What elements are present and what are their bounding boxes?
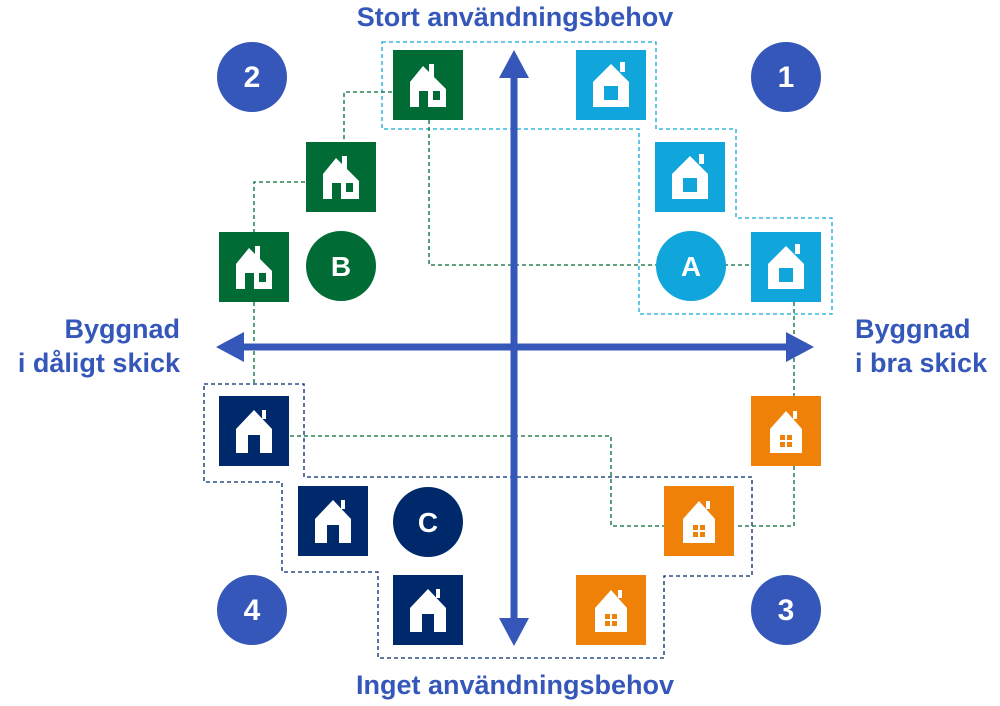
svg-text:B: B bbox=[331, 251, 351, 282]
connector-green-2 bbox=[253, 181, 305, 232]
arrow-right bbox=[786, 332, 814, 362]
group-outlines bbox=[203, 41, 833, 659]
connector-green-1 bbox=[343, 91, 392, 142]
quadrant-badge-4: 4 bbox=[217, 575, 287, 645]
right-axis-label-line2: i bra skick bbox=[855, 348, 988, 378]
svg-text:2: 2 bbox=[244, 61, 261, 94]
group-badge-c: C bbox=[393, 487, 463, 557]
right-axis-label: Byggnad i bra skick bbox=[855, 312, 1000, 380]
axes bbox=[216, 50, 814, 646]
left-axis-label: Byggnad i dåligt skick bbox=[0, 312, 180, 380]
connector-green-8 bbox=[290, 435, 665, 527]
house-green-icon bbox=[306, 142, 376, 212]
svg-text:1: 1 bbox=[778, 61, 795, 94]
quadrant-badge-1: 1 bbox=[751, 42, 821, 112]
house-orange-icon bbox=[664, 486, 734, 556]
svg-text:A: A bbox=[681, 251, 701, 282]
svg-text:C: C bbox=[418, 507, 438, 538]
arrow-down bbox=[499, 618, 529, 646]
outline-lightblue-group bbox=[381, 41, 833, 315]
right-axis-label-line1: Byggnad bbox=[855, 314, 971, 344]
left-axis-label-line2: i dåligt skick bbox=[17, 348, 180, 378]
house-green-icon bbox=[219, 232, 289, 302]
top-axis-label: Stort användningsbehov bbox=[356, 2, 674, 32]
arrow-left bbox=[216, 332, 244, 362]
house-lightblue-icon bbox=[751, 232, 821, 302]
house-orange-icon bbox=[751, 396, 821, 466]
quadrant-badges: 1 2 3 4 bbox=[217, 42, 821, 645]
left-axis-label-line1: Byggnad bbox=[64, 314, 180, 344]
house-orange-icon bbox=[576, 575, 646, 645]
connector-green-7 bbox=[735, 466, 795, 527]
quadrant-badge-2: 2 bbox=[217, 42, 287, 112]
connector-green-4 bbox=[428, 120, 657, 266]
quadrant-badge-3: 3 bbox=[751, 575, 821, 645]
house-lightblue-icon bbox=[655, 142, 725, 212]
svg-text:4: 4 bbox=[244, 594, 261, 627]
lightblue-houses bbox=[576, 50, 821, 302]
outline-navy-group bbox=[203, 383, 753, 659]
house-green-icon bbox=[393, 50, 463, 120]
green-houses bbox=[219, 50, 463, 302]
house-navy-icon bbox=[219, 396, 289, 466]
group-badge-b: B bbox=[306, 231, 376, 301]
navy-houses bbox=[219, 396, 463, 645]
house-navy-icon bbox=[393, 575, 463, 645]
house-navy-icon bbox=[298, 486, 368, 556]
arrow-up bbox=[499, 50, 529, 78]
bottom-axis-label: Inget användningsbehov bbox=[355, 670, 675, 700]
group-badge-a: A bbox=[656, 231, 726, 301]
svg-text:3: 3 bbox=[778, 594, 795, 627]
house-lightblue-icon bbox=[576, 50, 646, 120]
group-badges: A B C bbox=[306, 231, 726, 557]
orange-houses bbox=[576, 396, 821, 645]
